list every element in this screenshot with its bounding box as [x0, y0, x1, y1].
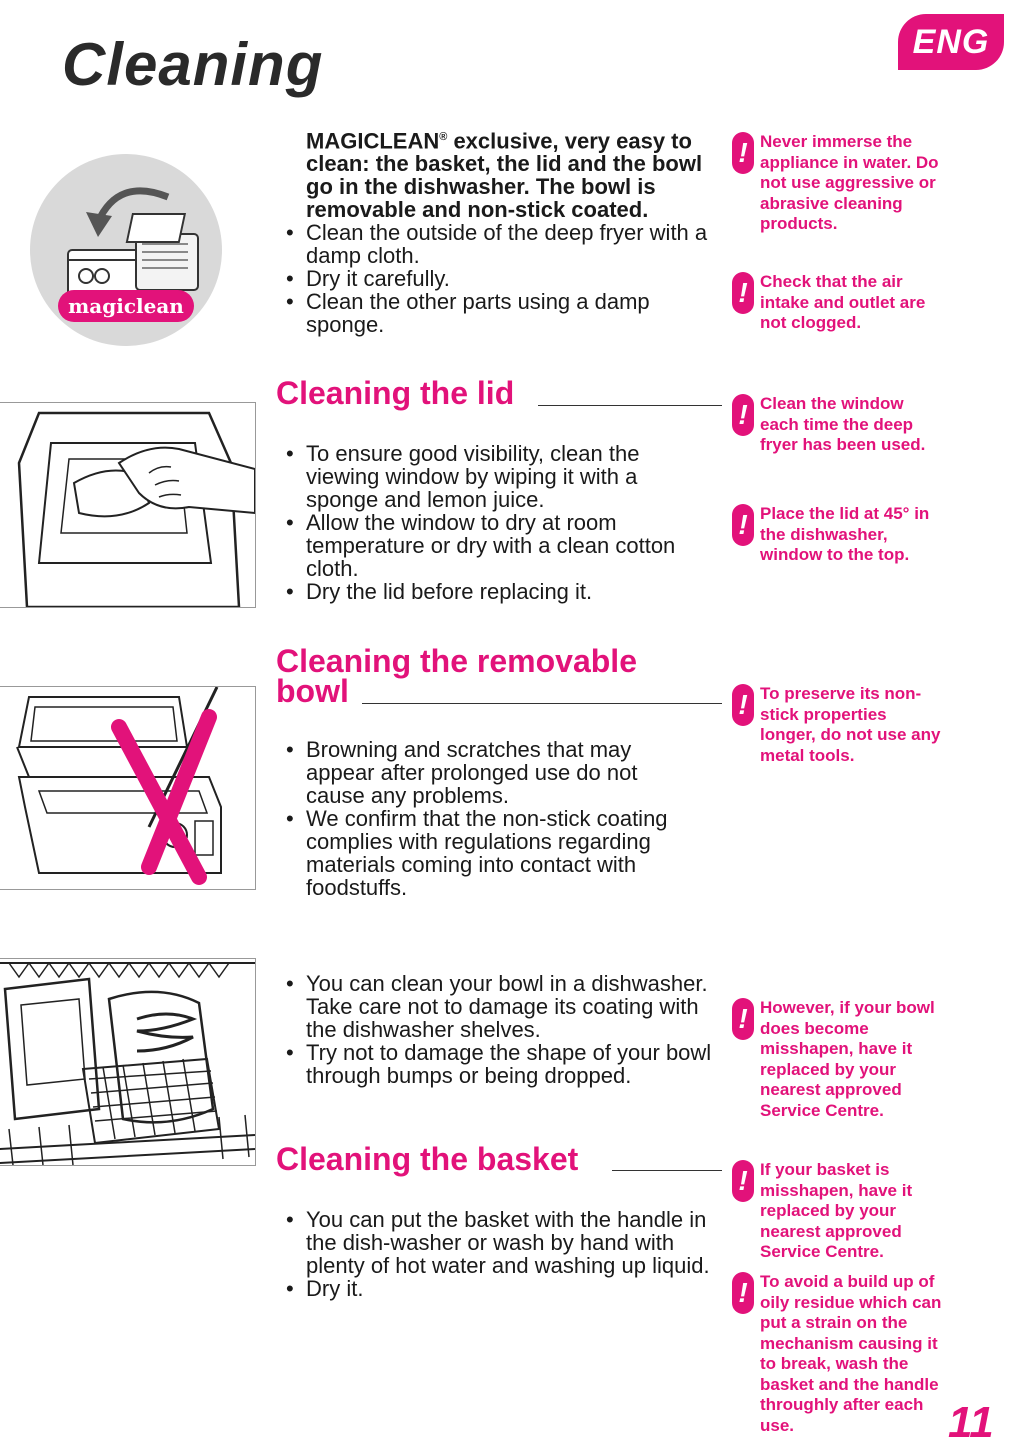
dishwasher-bullets: You can clean your bowl in a dishwasher.… [282, 972, 722, 1087]
note-text: If your basket is misshapen, have it rep… [760, 1160, 913, 1261]
intro-bullets: Clean the outside of the deep fryer with… [282, 221, 712, 336]
warning-note-immerse: ! Never immerse the appliance in water. … [732, 132, 946, 235]
exclamation-icon: ! [732, 394, 754, 436]
exclamation-icon: ! [732, 132, 754, 174]
intro-lead: MAGICLEAN® exclusive, very easy to clean… [282, 126, 712, 221]
dishwasher-rack-illustration [0, 961, 255, 1165]
list-item: Try not to damage the shape of your bowl… [282, 1041, 722, 1087]
warning-note-oily-residue: ! To avoid a build up of oily residue wh… [732, 1272, 946, 1436]
bowl-text-block: Browning and scratches that may appear a… [282, 738, 702, 899]
lid-illustration [17, 411, 255, 607]
note-text: To avoid a build up of oily residue whic… [760, 1272, 942, 1435]
heading-rule [538, 405, 722, 406]
section-heading-bowl: Cleaning the removable bowl [276, 643, 637, 709]
warning-note-air: ! Check that the air intake and outlet a… [732, 272, 946, 334]
section-heading-basket: Cleaning the basket [276, 1141, 579, 1177]
warning-note-window: ! Clean the window each time the deep fr… [732, 394, 946, 456]
list-item: Clean the outside of the deep fryer with… [282, 221, 712, 267]
basket-text-block: You can put the basket with the handle i… [282, 1208, 722, 1300]
note-text: However, if your bowl does become missha… [760, 998, 935, 1120]
list-item: Dry it. [282, 1277, 722, 1300]
brand-name: MAGICLEAN [306, 128, 440, 154]
dishwasher-illustration [0, 958, 256, 1166]
exclamation-icon: ! [732, 1160, 754, 1202]
note-text: Never immerse the appliance in water. Do… [760, 132, 939, 233]
exclamation-icon: ! [732, 1272, 754, 1314]
magiclean-logo-text: magiclean [58, 290, 194, 322]
note-text: Check that the air intake and outlet are… [760, 272, 926, 332]
fryer-no-metal-illustration [0, 686, 256, 890]
list-item: Browning and scratches that may appear a… [282, 738, 702, 807]
list-item: You can put the basket with the handle i… [282, 1208, 722, 1277]
note-text: To preserve its non-stick properties lon… [760, 684, 941, 765]
registered-mark: ® [439, 131, 448, 143]
warning-note-metal: ! To preserve its non-stick properties l… [732, 684, 946, 766]
list-item: Dry the lid before replacing it. [282, 580, 712, 603]
fryer-illustration [16, 687, 222, 885]
list-item: Clean the other parts using a damp spong… [282, 290, 712, 336]
dishwasher-text-block: You can clean your bowl in a dishwasher.… [282, 972, 722, 1087]
list-item: You can clean your bowl in a dishwasher.… [282, 972, 722, 1041]
exclamation-icon: ! [732, 684, 754, 726]
lid-text-block: To ensure good visibility, clean the vie… [282, 442, 712, 603]
note-text: Place the lid at 45° in the dishwasher, … [760, 504, 930, 564]
list-item: To ensure good visibility, clean the vie… [282, 442, 712, 511]
page-title: Cleaning [62, 31, 324, 98]
intro-lead-text: exclusive, very easy to clean: the baske… [306, 128, 703, 223]
bowl-bullets: Browning and scratches that may appear a… [282, 738, 702, 899]
note-text: Clean the window each time the deep frye… [760, 394, 926, 454]
magiclean-logo: magiclean [28, 152, 224, 348]
section-heading-bowl-line1: Cleaning the removable [276, 643, 637, 679]
exclamation-icon: ! [732, 504, 754, 546]
section-heading-bowl-line2: bowl [276, 673, 349, 709]
lid-cleaning-illustration [0, 402, 256, 608]
heading-rule [362, 703, 722, 704]
language-badge: ENG [898, 14, 1004, 70]
intro-block: MAGICLEAN® exclusive, very easy to clean… [282, 126, 712, 336]
heading-rule [612, 1170, 722, 1171]
lid-bullets: To ensure good visibility, clean the vie… [282, 442, 712, 603]
list-item: Allow the window to dry at room temperat… [282, 511, 712, 580]
list-item: Dry it carefully. [282, 267, 712, 290]
exclamation-icon: ! [732, 272, 754, 314]
page-number: 11 [948, 1398, 994, 1447]
list-item: We confirm that the non-stick coating co… [282, 807, 702, 899]
warning-note-lid-45: ! Place the lid at 45° in the dishwasher… [732, 504, 946, 566]
exclamation-icon: ! [732, 998, 754, 1040]
section-heading-lid: Cleaning the lid [276, 375, 515, 411]
basket-bullets: You can put the basket with the handle i… [282, 1208, 722, 1300]
warning-note-misshapen-basket: ! If your basket is misshapen, have it r… [732, 1160, 946, 1263]
warning-note-misshapen-bowl: ! However, if your bowl does become miss… [732, 998, 946, 1121]
